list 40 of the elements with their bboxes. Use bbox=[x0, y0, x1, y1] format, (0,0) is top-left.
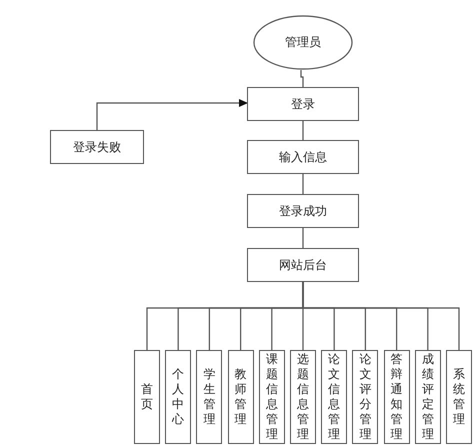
process-box bbox=[247, 248, 359, 282]
module-box bbox=[258, 350, 285, 444]
module-box bbox=[165, 350, 192, 444]
node-label: 首页 bbox=[141, 382, 153, 412]
node-label: 论文评分管理 bbox=[359, 352, 372, 442]
module-box bbox=[352, 350, 378, 444]
module-box bbox=[446, 350, 472, 444]
arrow bbox=[96, 99, 248, 130]
connector-line bbox=[302, 174, 304, 194]
module-box bbox=[414, 350, 441, 444]
node-label: 网站后台 bbox=[279, 256, 327, 274]
module-box bbox=[134, 350, 160, 444]
connector-line bbox=[302, 282, 460, 350]
connector-line bbox=[302, 121, 304, 140]
node-label: 管理员 bbox=[285, 34, 321, 51]
node-label: 系统管理 bbox=[453, 367, 465, 427]
node-label: 个人中心 bbox=[172, 367, 184, 427]
node-label: 输入信息 bbox=[279, 148, 327, 166]
process-box bbox=[50, 130, 144, 164]
module-box bbox=[196, 350, 222, 444]
module-box bbox=[384, 350, 410, 444]
process-box bbox=[247, 87, 359, 121]
node-label: 成绩评定管理 bbox=[422, 352, 434, 442]
node-label: 答辩通知管理 bbox=[390, 352, 403, 442]
process-box bbox=[247, 140, 359, 174]
process-box bbox=[247, 194, 359, 228]
node-label: 登录失败 bbox=[73, 138, 121, 156]
module-box bbox=[228, 350, 254, 444]
node-label: 课题信息管理 bbox=[266, 352, 278, 442]
connector-line bbox=[302, 228, 304, 248]
connector-line bbox=[300, 70, 304, 87]
role-ellipse bbox=[253, 15, 353, 70]
module-box bbox=[290, 350, 316, 444]
node-label: 教师管理 bbox=[234, 367, 247, 427]
module-box bbox=[321, 350, 348, 444]
node-label: 登录成功 bbox=[279, 202, 327, 220]
node-label: 学生管理 bbox=[203, 367, 216, 427]
node-label: 登录 bbox=[291, 96, 315, 112]
node-label: 论文信息管理 bbox=[328, 352, 340, 442]
node-label: 选题信息管理 bbox=[297, 352, 309, 442]
